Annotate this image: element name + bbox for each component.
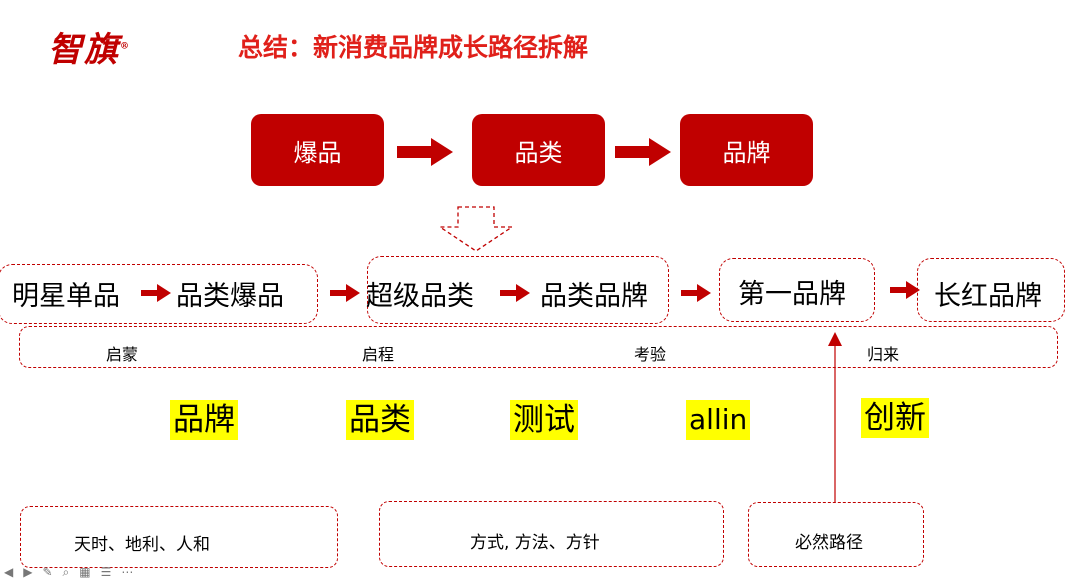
path-item-category-brand: 品类品牌 xyxy=(540,281,648,312)
path-item-first-brand: 第一品牌 xyxy=(738,279,846,310)
flow-label: 品牌 xyxy=(722,138,771,167)
menu-icon[interactable]: ☰ xyxy=(100,565,122,579)
bottom-label-path: 必然路径 xyxy=(795,533,863,553)
stage-trial: 考验 xyxy=(634,345,667,364)
small-right-arrow-icon xyxy=(330,284,360,302)
keyword-test: 测试 xyxy=(510,400,578,440)
up-arrow-icon xyxy=(828,332,842,502)
right-arrow-icon xyxy=(397,138,453,166)
down-arrow-icon xyxy=(437,206,515,252)
flow-label: 品类 xyxy=(514,138,563,167)
keyword-allin: allin xyxy=(686,400,751,440)
bottom-box-path xyxy=(748,502,924,567)
stage-return: 归来 xyxy=(867,345,900,364)
registered-mark: ® xyxy=(120,41,131,52)
keyword-category: 品类 xyxy=(346,400,414,440)
keyword-innovation: 创新 xyxy=(861,398,929,438)
stage-enlightenment: 启蒙 xyxy=(106,345,139,364)
flow-box-hit-product: 爆品 xyxy=(251,114,384,186)
path-group-3 xyxy=(719,258,875,322)
zoom-icon[interactable]: ⌕ xyxy=(62,565,80,579)
flow-box-brand: 品牌 xyxy=(680,114,813,186)
pen-icon[interactable]: ✎ xyxy=(42,565,63,579)
path-group-4 xyxy=(917,258,1065,322)
path-group-2 xyxy=(367,256,669,324)
path-group-1 xyxy=(0,264,318,324)
path-item-evergreen-brand: 长红品牌 xyxy=(934,281,1042,312)
prev-icon[interactable]: ◀ xyxy=(4,565,24,579)
brand-logo: 智旗® xyxy=(48,22,131,71)
next-icon[interactable]: ▶ xyxy=(23,565,43,579)
grid-icon[interactable]: ▦ xyxy=(79,565,101,579)
logo-text: 智旗 xyxy=(48,30,120,70)
more-icon[interactable]: ⋯ xyxy=(121,565,144,579)
stage-departure: 启程 xyxy=(362,345,395,364)
bottom-box-methods xyxy=(379,501,724,567)
path-item-category-hit: 品类爆品 xyxy=(176,281,284,312)
flow-box-category: 品类 xyxy=(472,114,605,186)
small-right-arrow-icon xyxy=(681,284,711,302)
flow-label: 爆品 xyxy=(293,138,342,167)
bottom-label-methods: 方式, 方法、方针 xyxy=(470,533,600,553)
bottom-box-timing xyxy=(20,506,338,568)
small-right-arrow-icon xyxy=(500,284,530,302)
right-arrow-icon xyxy=(615,138,671,166)
keyword-brand: 品牌 xyxy=(170,400,238,440)
slide-title: 总结：新消费品牌成长路径拆解 xyxy=(238,33,589,62)
stage-band xyxy=(19,326,1058,368)
small-right-arrow-icon xyxy=(141,284,171,302)
path-item-super-category: 超级品类 xyxy=(366,281,474,312)
small-right-arrow-icon xyxy=(890,281,920,299)
path-item-star-product: 明星单品 xyxy=(12,281,120,312)
bottom-label-timing: 天时、地利、人和 xyxy=(74,535,210,555)
presentation-toolbar[interactable]: ◀▶✎⌕▦☰⋯ xyxy=(4,565,143,580)
